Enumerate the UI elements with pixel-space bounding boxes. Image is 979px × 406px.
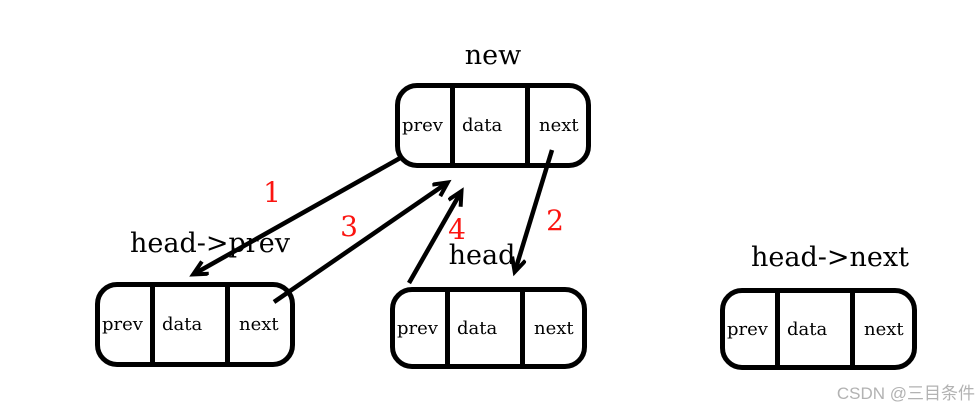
node-title-new: new	[464, 40, 522, 71]
step-number-4: 4	[448, 213, 466, 246]
step-number-3: 3	[340, 210, 358, 243]
node-head: prev data next	[390, 287, 587, 369]
cell-data: data	[455, 88, 530, 163]
node-head-next: prev data next	[720, 288, 917, 370]
node-title-head: head	[448, 240, 516, 271]
cell-next: next	[239, 314, 279, 335]
cell-data: data	[780, 293, 855, 365]
watermark: CSDN @三目条件	[836, 384, 975, 403]
step-number-2: 2	[546, 204, 564, 237]
cell-data: data	[450, 292, 525, 364]
cell-prev: prev	[395, 292, 450, 364]
node-new: prev data next	[395, 83, 591, 168]
node-title-head-prev: head->prev	[130, 228, 290, 259]
cell-next: next	[534, 317, 574, 339]
node-head-prev: prev data next	[95, 282, 295, 367]
cell-next: next	[539, 115, 579, 136]
cell-prev: prev	[100, 287, 155, 362]
step-number-1: 1	[263, 176, 281, 209]
cell-data: data	[155, 287, 230, 362]
cell-next: next	[864, 318, 904, 340]
cell-prev: prev	[400, 88, 455, 163]
cell-prev: prev	[725, 293, 780, 365]
node-title-head-next: head->next	[751, 242, 909, 273]
